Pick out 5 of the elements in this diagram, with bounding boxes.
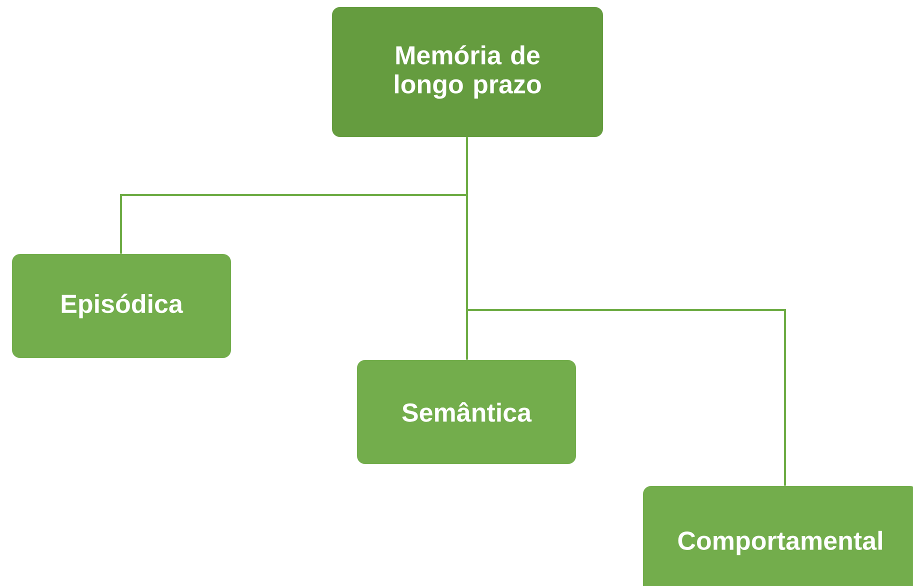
category-box: Episódica: [12, 254, 231, 358]
category-box: Comportamental: [643, 486, 913, 586]
category-box: Semântica: [357, 360, 576, 464]
connector: [466, 137, 786, 486]
root-box: Memória de longo prazo: [332, 7, 603, 137]
